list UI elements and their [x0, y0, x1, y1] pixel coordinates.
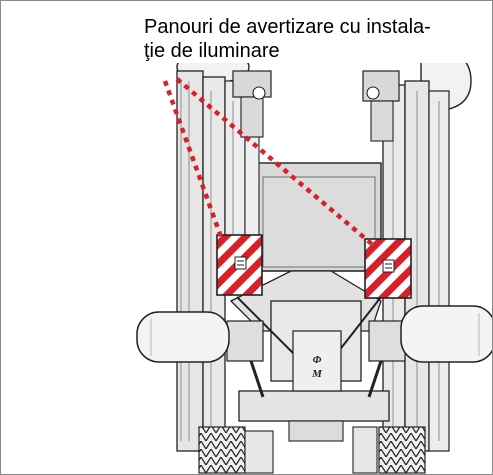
callout-label-line-1: Panouri de avertizare cu instala- — [144, 16, 431, 38]
svg-text:M: M — [311, 368, 323, 380]
right-tyre — [400, 305, 492, 363]
callout-label-line-2: ţie de iluminare — [144, 40, 280, 62]
svg-text:Φ: Φ — [313, 354, 322, 366]
right-warning-panel — [364, 238, 412, 299]
callout-leader-lines — [162, 77, 375, 247]
rear-panel — [256, 162, 382, 272]
left-warning-panel — [216, 234, 263, 296]
left-tyre — [136, 311, 230, 363]
callout-label: Panouri de avertizare cu instala- ţie de… — [144, 15, 477, 63]
rear-chassis: Φ M — [226, 270, 406, 422]
bottom-wheels — [198, 420, 426, 474]
